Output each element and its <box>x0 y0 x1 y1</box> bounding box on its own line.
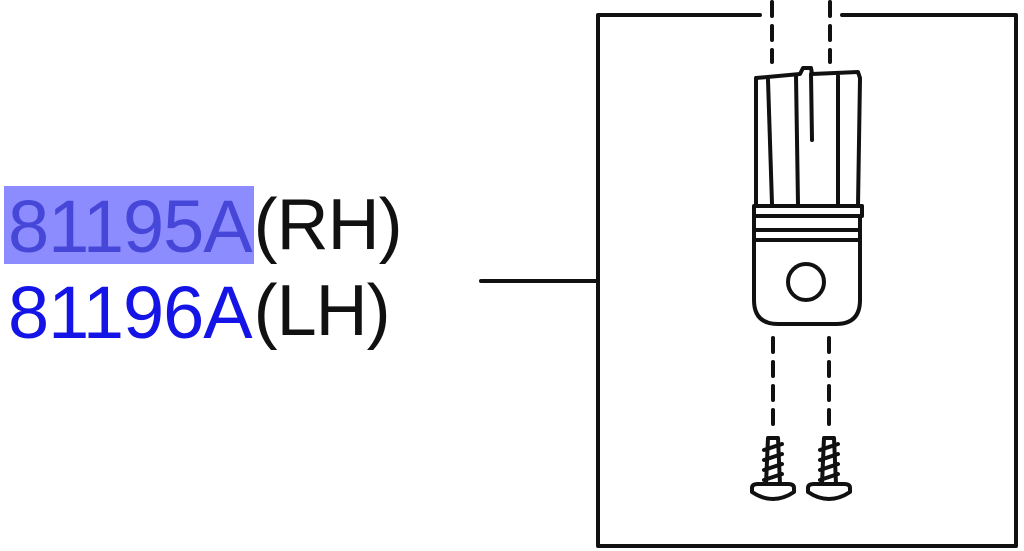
part-number-link-lh[interactable]: 81196A <box>8 271 253 354</box>
part-callout-lh[interactable]: 81196A (LH) <box>4 271 391 354</box>
detail-frame <box>596 13 1018 548</box>
side-label-rh: (RH) <box>253 185 403 265</box>
part-number-link-rh[interactable]: 81195A <box>4 186 254 264</box>
part-callout-rh[interactable]: 81195A (RH) <box>4 185 403 265</box>
clip-bracket <box>752 66 864 326</box>
screw-left <box>750 436 796 501</box>
upper-guide-lines <box>770 0 832 64</box>
lower-guide-lines <box>771 336 831 430</box>
screw-right <box>806 436 852 501</box>
side-label-lh: (LH) <box>253 271 391 351</box>
